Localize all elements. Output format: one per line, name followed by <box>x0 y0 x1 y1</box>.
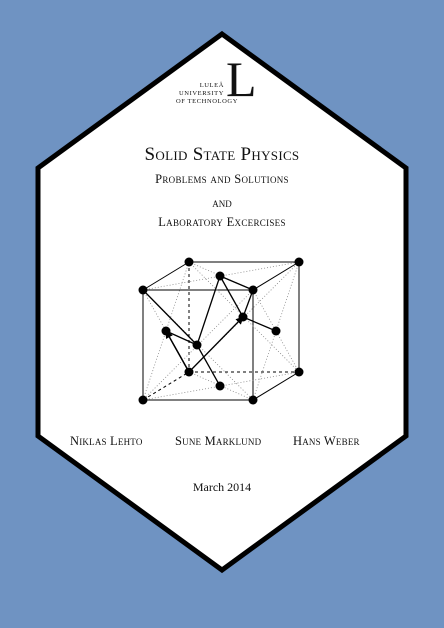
publication-date: March 2014 <box>192 480 252 494</box>
university-logo-letter: L <box>226 51 257 107</box>
author-name: Niklas Lehto <box>70 434 143 448</box>
book-subtitle-line3: Laboratory Excercises <box>158 215 286 229</box>
author-name: Hans Weber <box>293 434 360 448</box>
university-logo-text: LULEÅ UNIVERSITY OF TECHNOLOGY <box>175 82 238 105</box>
book-subtitle-line2: and <box>212 196 232 210</box>
book-subtitle-line1: Problems and Solutions <box>155 172 289 186</box>
book-title: Solid State Physics <box>144 144 300 165</box>
author-name: Sune Marklund <box>175 434 262 448</box>
